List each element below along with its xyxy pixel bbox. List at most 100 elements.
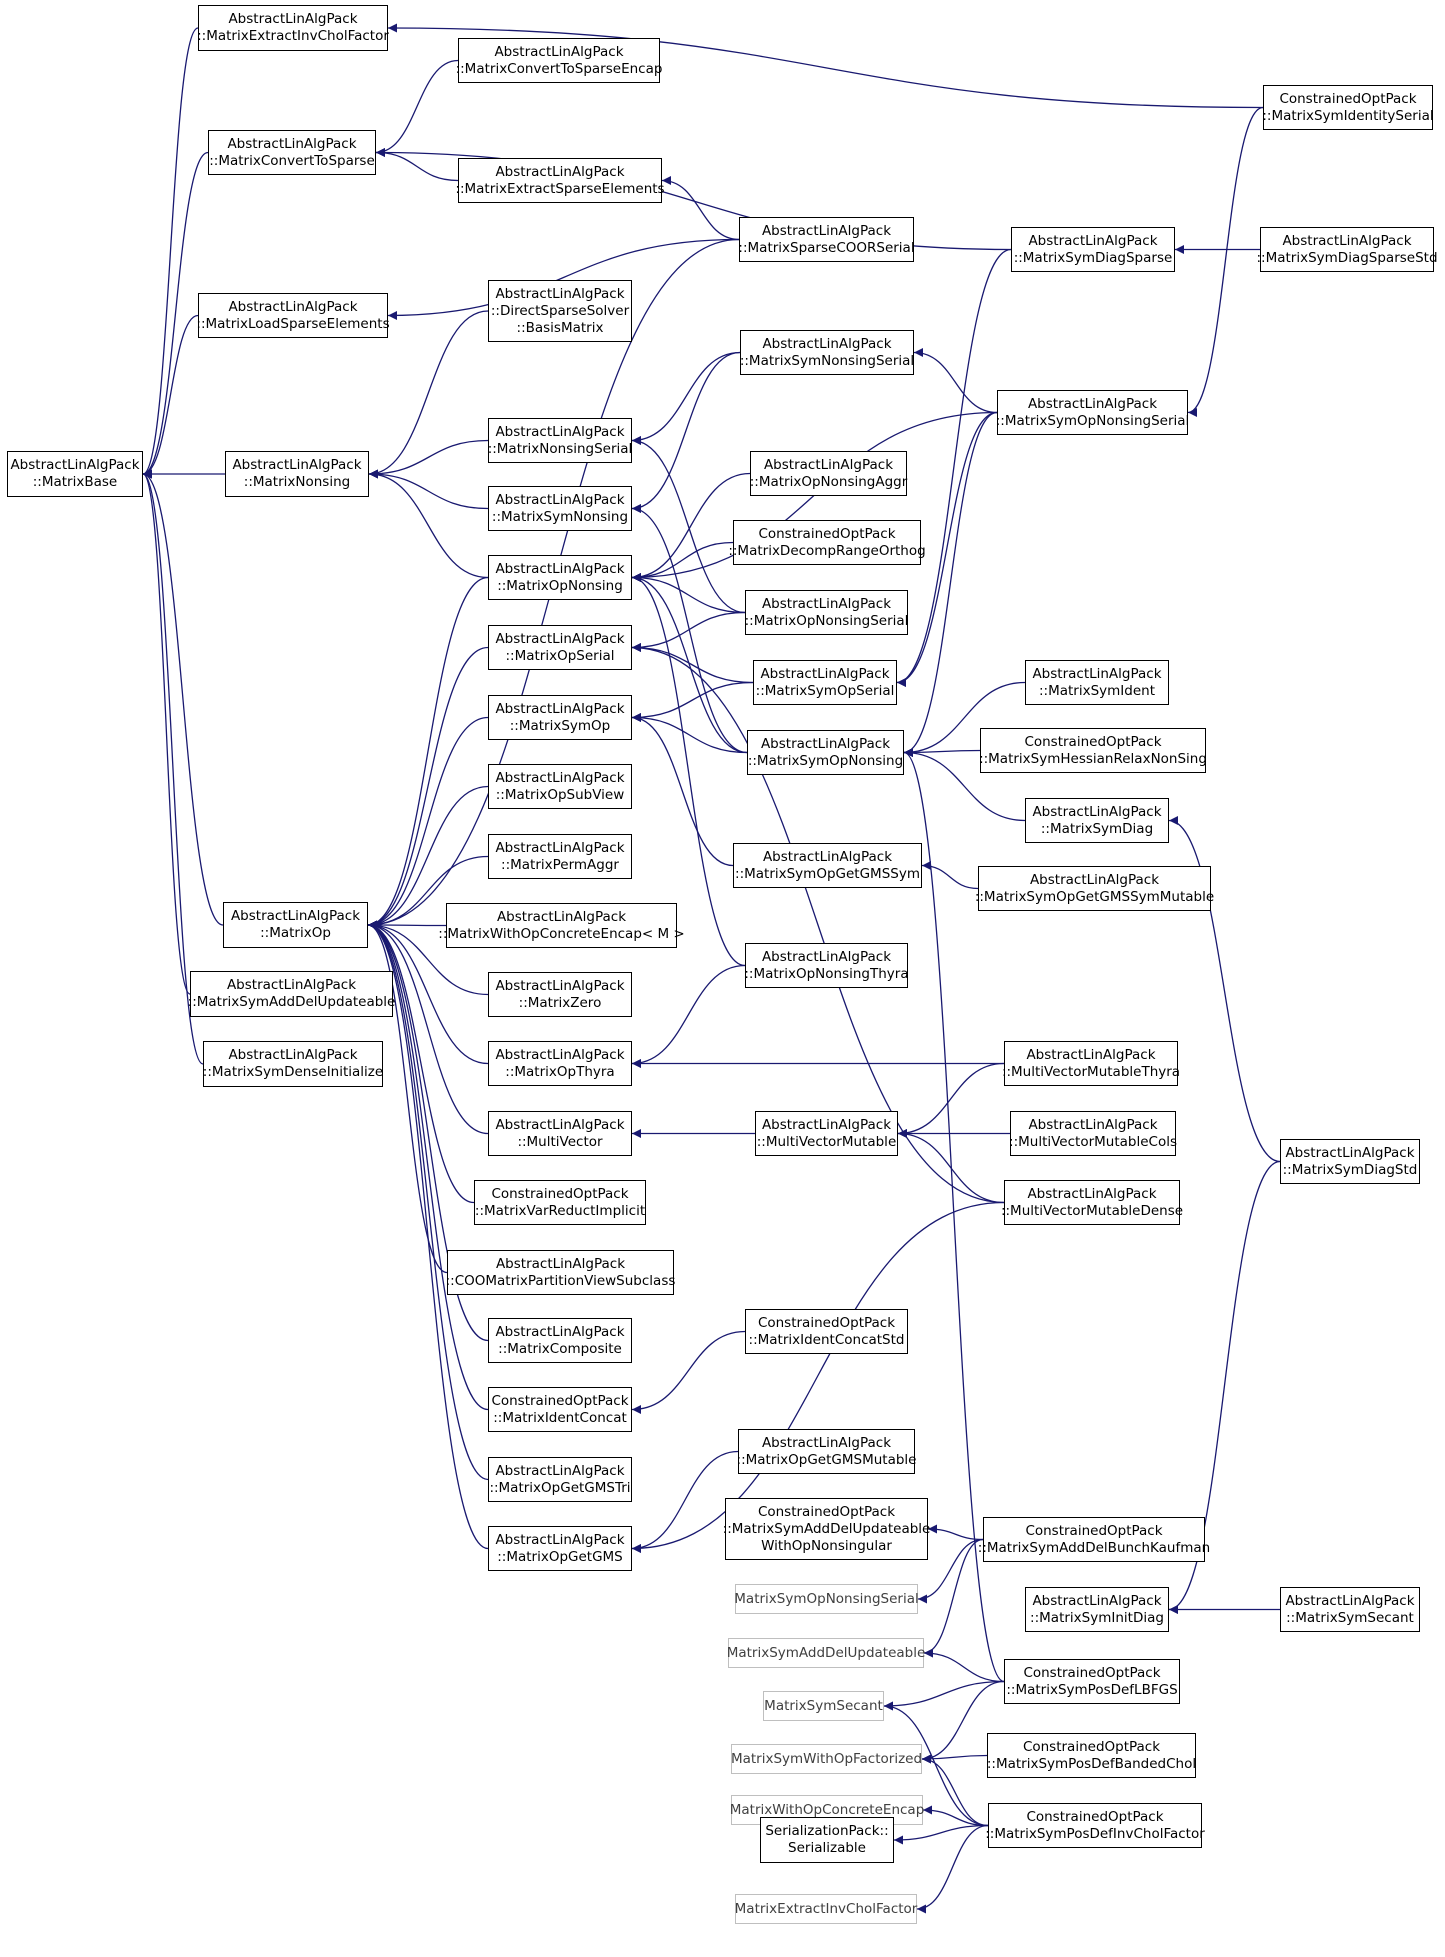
inheritance-edge [367, 785, 489, 930]
node-label-line: AbstractLinAlgPack [1032, 803, 1162, 820]
node-label-line: ::MatrixOpNonsingThyra [744, 965, 909, 982]
class-node-matrix-sparse-coorserial[interactable]: AbstractLinAlgPack::MatrixSparseCOORSeri… [738, 217, 915, 262]
class-node-matrix-op-nonsing-thyra[interactable]: AbstractLinAlgPack::MatrixOpNonsingThyra [744, 943, 909, 988]
class-node-ext-matrix-sym-add-del-updateable[interactable]: MatrixSymAddDelUpdateable [727, 1638, 925, 1668]
class-node-matrix-sym-diag-sparse[interactable]: AbstractLinAlgPack::MatrixSymDiagSparse [1011, 227, 1175, 272]
class-node-ext-matrix-sym-with-op-factorized[interactable]: MatrixSymWithOpFactorized [731, 1744, 922, 1774]
node-label-line: ::MatrixSymNonsingSerial [739, 352, 915, 369]
node-label-line: ::MatrixVarReductImplicit [474, 1202, 646, 1219]
class-node-multi-vector[interactable]: AbstractLinAlgPack::MultiVector [488, 1111, 632, 1156]
class-node-matrix-op-nonsing-serial[interactable]: AbstractLinAlgPack::MatrixOpNonsingSeria… [745, 590, 908, 635]
node-label-line: AbstractLinAlgPack [10, 457, 140, 473]
class-node-matrix-decomp-range-orthog[interactable]: ConstrainedOptPack::MatrixDecompRangeOrt… [728, 520, 926, 565]
class-node-matrix-sym-op-nonsing-serial[interactable]: AbstractLinAlgPack::MatrixSymOpNonsingSe… [995, 390, 1190, 435]
class-node-matrix-zero[interactable]: AbstractLinAlgPack::MatrixZero [488, 972, 632, 1017]
node-label-line: SerializationPack:: [765, 1823, 889, 1839]
class-node-matrix-op-thyra[interactable]: AbstractLinAlgPack::MatrixOpThyra [488, 1041, 632, 1086]
class-node-matrix-op-nonsing[interactable]: AbstractLinAlgPack::MatrixOpNonsing [488, 555, 632, 600]
class-node-matrix-sym-nonsing-serial[interactable]: AbstractLinAlgPack::MatrixSymNonsingSeri… [740, 330, 914, 375]
class-node-matrix-sym-pos-def-banded-chol[interactable]: ConstrainedOptPack::MatrixSymPosDefBande… [987, 1733, 1196, 1778]
class-node-matrix-sym-nonsing[interactable]: AbstractLinAlgPack::MatrixSymNonsing [488, 486, 632, 531]
node-label-line: WithOpNonsingular [761, 1537, 892, 1554]
class-node-matrix-op-sub-view[interactable]: AbstractLinAlgPack::MatrixOpSubView [488, 764, 632, 809]
node-label-line: ConstrainedOptPack [757, 1314, 896, 1331]
inheritance-edge [387, 238, 740, 320]
inheritance-edge [367, 920, 489, 1065]
class-node-matrix-convert-to-sparse[interactable]: AbstractLinAlgPack::MatrixConvertToSpars… [208, 130, 376, 175]
inheritance-edge [631, 611, 746, 652]
class-node-matrix-ident-concat[interactable]: ConstrainedOptPack::MatrixIdentConcat [488, 1387, 632, 1432]
class-node-direct-sparse-solver-basis-matrix[interactable]: AbstractLinAlgPack::DirectSparseSolver::… [488, 280, 632, 342]
inheritance-edge [631, 573, 746, 967]
inheritance-edge [903, 748, 1005, 1683]
class-node-ext-matrix-sym-op-nonsing-serial[interactable]: MatrixSymOpNonsingSerial [734, 1584, 919, 1614]
node-label-line: AbstractLinAlgPack [495, 977, 625, 994]
class-node-matrix-sym-add-del-updateable-with-op-nonsingular[interactable]: ConstrainedOptPack::MatrixSymAddDelUpdat… [723, 1498, 930, 1560]
class-node-matrix-sym-diag[interactable]: AbstractLinAlgPack::MatrixSymDiag [1025, 798, 1169, 843]
inheritance-edge [631, 541, 734, 582]
class-node-matrix-perm-aggr[interactable]: AbstractLinAlgPack::MatrixPermAggr [488, 834, 632, 879]
class-node-matrix-extract-inv-chol-factor[interactable]: AbstractLinAlgPack::MatrixExtractInvChol… [197, 5, 389, 51]
class-node-matrix-op-get-gmstri[interactable]: AbstractLinAlgPack::MatrixOpGetGMSTri [488, 1457, 632, 1502]
class-node-multi-vector-mutable-thyra[interactable]: AbstractLinAlgPack::MultiVectorMutableTh… [1002, 1041, 1180, 1086]
class-node-matrix-sym-diag-sparse-std[interactable]: AbstractLinAlgPack::MatrixSymDiagSparseS… [1256, 227, 1438, 272]
class-node-matrix-base[interactable]: AbstractLinAlgPack::MatrixBase [7, 451, 143, 497]
node-label-line: ::MatrixSymDiag [1040, 820, 1154, 837]
class-node-matrix-sym-op-get-gmssym-mutable[interactable]: AbstractLinAlgPack::MatrixSymOpGetGMSSym… [975, 866, 1214, 911]
class-node-matrix-sym-op-serial[interactable]: AbstractLinAlgPack::MatrixSymOpSerial [753, 660, 897, 705]
class-node-matrix-sym-secant[interactable]: AbstractLinAlgPack::MatrixSymSecant [1280, 1587, 1420, 1632]
class-node-ext-matrix-sym-secant[interactable]: MatrixSymSecant [763, 1691, 884, 1721]
class-node-multi-vector-mutable[interactable]: AbstractLinAlgPack::MultiVectorMutable [755, 1111, 898, 1156]
node-label-line: AbstractLinAlgPack [495, 1462, 625, 1479]
class-node-matrix-op-get-gms[interactable]: AbstractLinAlgPack::MatrixOpGetGMS [488, 1526, 632, 1571]
class-node-matrix-with-op-concrete-encap[interactable]: AbstractLinAlgPack::MatrixWithOpConcrete… [438, 903, 685, 948]
class-node-matrix-sym-op-get-gmssym[interactable]: AbstractLinAlgPack::MatrixSymOpGetGMSSym [733, 843, 922, 888]
class-node-matrix-sym-diag-std[interactable]: AbstractLinAlgPack::MatrixSymDiagStd [1280, 1139, 1420, 1184]
class-node-matrix-sym-pos-def-lbfgs[interactable]: ConstrainedOptPack::MatrixSymPosDefLBFGS [1004, 1659, 1180, 1704]
class-node-ext-matrix-extract-inv-chol-factor[interactable]: MatrixExtractInvCholFactor [735, 1894, 917, 1924]
class-node-matrix-convert-to-sparse-encap[interactable]: AbstractLinAlgPack::MatrixConvertToSpars… [456, 38, 662, 83]
node-label-line: AbstractLinAlgPack [760, 665, 890, 682]
class-node-matrix-nonsing[interactable]: AbstractLinAlgPack::MatrixNonsing [225, 451, 369, 497]
class-node-matrix-extract-sparse-elements[interactable]: AbstractLinAlgPack::MatrixExtractSparseE… [455, 158, 665, 203]
class-node-matrix-sym-identity-serial[interactable]: ConstrainedOptPack::MatrixSymIdentitySer… [1262, 85, 1434, 130]
class-node-matrix-sym-op-nonsing[interactable]: AbstractLinAlgPack::MatrixSymOpNonsing [747, 730, 904, 775]
inheritance-edge [142, 151, 209, 479]
node-label-line: ::MatrixSymDenseInitialize [202, 1064, 384, 1080]
class-node-matrix-composite[interactable]: AbstractLinAlgPack::MatrixComposite [488, 1318, 632, 1363]
class-node-matrix-nonsing-serial[interactable]: AbstractLinAlgPack::MatrixNonsingSerial [488, 418, 632, 463]
class-node-matrix-sym-init-diag[interactable]: AbstractLinAlgPack::MatrixSymInitDiag [1025, 1587, 1169, 1632]
node-label-line: AbstractLinAlgPack [761, 948, 892, 965]
class-node-matrix-var-reduct-implicit[interactable]: ConstrainedOptPack::MatrixVarReductImpli… [474, 1180, 646, 1225]
class-node-multi-vector-mutable-cols[interactable]: AbstractLinAlgPack::MultiVectorMutableCo… [1009, 1111, 1177, 1156]
inheritance-edge [631, 681, 754, 722]
node-label-line: ::MatrixSymInitDiag [1030, 1609, 1164, 1626]
class-node-coomatrix-partition-view-subclass[interactable]: AbstractLinAlgPack::COOMatrixPartitionVi… [446, 1250, 675, 1295]
inheritance-edge [367, 920, 489, 1135]
class-node-matrix-sym-op[interactable]: AbstractLinAlgPack::MatrixSymOp [488, 695, 632, 740]
inheritance-edge [367, 576, 489, 930]
node-label-line: ::MatrixSymSecant [1286, 1609, 1414, 1626]
node-label-line: ::MatrixSymIdent [1038, 682, 1155, 699]
node-label-line: ConstrainedOptPack [1025, 1522, 1163, 1539]
node-label-line: ::MatrixDecompRangeOrthog [728, 542, 926, 559]
class-node-matrix-op-get-gmsmutable[interactable]: AbstractLinAlgPack::MatrixOpGetGMSMutabl… [737, 1429, 916, 1474]
class-node-serialization-pack-serializable[interactable]: SerializationPack::Serializable [760, 1817, 894, 1863]
inheritance-edge [631, 504, 748, 754]
node-label-line: ::MatrixSymOpNonsingSerial [995, 412, 1190, 429]
class-node-matrix-op-nonsing-aggr[interactable]: AbstractLinAlgPack::MatrixOpNonsingAggr [750, 451, 907, 496]
class-node-matrix-ident-concat-std[interactable]: ConstrainedOptPack::MatrixIdentConcatStd [745, 1309, 908, 1354]
class-node-matrix-sym-add-del-bunch-kaufman[interactable]: ConstrainedOptPack::MatrixSymAddDelBunch… [978, 1517, 1210, 1562]
inheritance-edge [927, 1524, 984, 1541]
node-label-line: ::MatrixOpNonsingAggr [749, 473, 908, 490]
class-node-matrix-sym-hessian-relax-non-sing[interactable]: ConstrainedOptPack::MatrixSymHessianRela… [979, 728, 1207, 773]
class-node-matrix-sym-ident[interactable]: AbstractLinAlgPack::MatrixSymIdent [1025, 660, 1169, 705]
class-node-multi-vector-mutable-dense[interactable]: AbstractLinAlgPack::MultiVectorMutableDe… [1001, 1180, 1183, 1225]
class-node-matrix-sym-add-del-updateable[interactable]: AbstractLinAlgPack::MatrixSymAddDelUpdat… [188, 971, 395, 1017]
class-node-matrix-sym-pos-def-inv-chol-factor[interactable]: ConstrainedOptPack::MatrixSymPosDefInvCh… [985, 1803, 1205, 1848]
node-label-line: AbstractLinAlgPack [495, 285, 625, 302]
class-node-matrix-op[interactable]: AbstractLinAlgPack::MatrixOp [223, 902, 368, 948]
class-node-matrix-load-sparse-elements[interactable]: AbstractLinAlgPack::MatrixLoadSparseElem… [196, 293, 390, 338]
class-node-matrix-sym-dense-initialize[interactable]: AbstractLinAlgPack::MatrixSymDenseInitia… [203, 1041, 383, 1087]
class-node-matrix-op-serial[interactable]: AbstractLinAlgPack::MatrixOpSerial [488, 625, 632, 670]
